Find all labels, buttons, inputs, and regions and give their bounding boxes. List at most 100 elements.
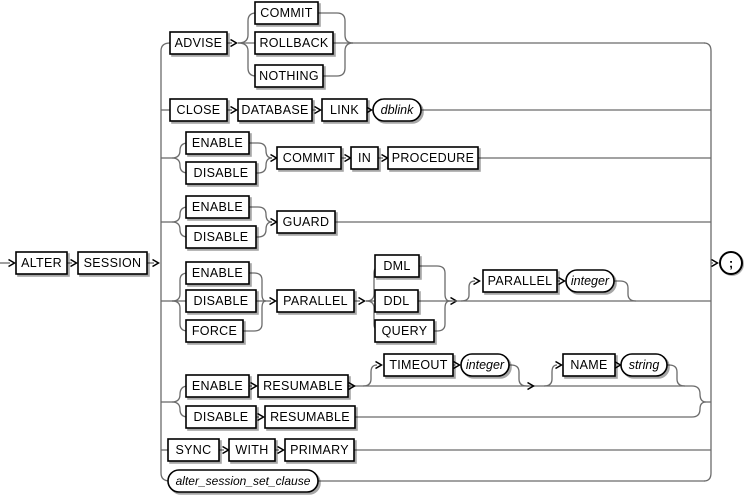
keyword-label-resumable-disable: RESUMABLE	[270, 410, 350, 424]
track-name-split-up	[543, 360, 563, 387]
keyword-box-link	[321, 98, 368, 122]
track-degree-merge-down	[614, 280, 637, 302]
keyword-label-primary: PRIMARY	[290, 443, 349, 457]
track-row7-split-down	[171, 401, 189, 418]
keyword-label-disable-cip: DISABLE	[194, 166, 249, 180]
keyword-box-enable-guard	[185, 195, 250, 219]
keyword-label-force: FORCE	[192, 324, 237, 338]
keyword-label-in: IN	[358, 151, 371, 165]
keyword-box-with	[228, 438, 276, 462]
keyword-box-primary	[284, 438, 355, 462]
keyword-box-session	[77, 251, 148, 275]
variable-oval-integer-timeout	[460, 353, 510, 377]
keyword-box-guard	[276, 210, 336, 234]
keyword-label-alter: ALTER	[21, 256, 62, 270]
keyword-label-close: CLOSE	[177, 103, 221, 117]
keyword-box-disable-cip	[185, 161, 257, 185]
keyword-label-procedure: PROCEDURE	[392, 151, 475, 165]
keyword-box-timeout	[383, 353, 454, 377]
keyword-box-nothing	[254, 64, 324, 88]
keyword-box-disable-guard	[185, 225, 257, 249]
keyword-label-ddl: DDL	[384, 294, 410, 308]
track-split-nothing	[237, 42, 257, 77]
track-row4-split-down	[171, 221, 189, 238]
keyword-box-rollback	[254, 31, 334, 55]
track-string-merge-down	[667, 364, 686, 387]
track-row3-merge-down	[256, 157, 273, 174]
keyword-label-disable-resumable: DISABLE	[194, 410, 249, 424]
terminator-circle	[719, 251, 743, 275]
keyword-label-dml: DML	[383, 259, 410, 273]
keyword-box-enable-parallel	[185, 261, 250, 285]
keyword-label-enable-cip: ENABLE	[192, 136, 243, 150]
keyword-box-enable-cip	[185, 131, 250, 155]
keyword-label-disable-guard: DISABLE	[194, 230, 249, 244]
track-types-merge-down	[434, 300, 451, 332]
keyword-box-disable-parallel	[185, 289, 257, 313]
track-row6-merge-down	[243, 300, 267, 332]
track-row3-split-down	[171, 157, 189, 174]
keyword-box-disable-resumable	[185, 405, 257, 429]
keyword-box-dml	[374, 254, 420, 278]
variable-oval-set-clause	[167, 469, 319, 493]
keyword-label-enable-resumable: ENABLE	[192, 379, 243, 393]
track-row6-merge-up	[249, 272, 267, 302]
variable-label-integer-degree: integer	[571, 274, 610, 288]
keyword-box-commit-option	[254, 1, 319, 25]
variable-label-string: string	[629, 358, 660, 372]
keyword-label-guard: GUARD	[283, 215, 330, 229]
track-split-commit	[237, 12, 257, 44]
keyword-box-parallel	[276, 289, 355, 313]
variable-label-set-clause: alter_session_set_clause	[176, 474, 311, 488]
track-row7-split-up	[171, 385, 189, 403]
keyword-box-in	[350, 146, 379, 170]
track-row6-split-up	[171, 272, 189, 302]
keyword-label-disable-parallel: DISABLE	[194, 294, 249, 308]
track-left-vertical	[160, 42, 171, 482]
track-right-vertical	[703, 42, 712, 482]
keyword-box-advise	[169, 31, 228, 55]
track-degree-split-up	[460, 276, 481, 302]
keyword-label-enable-parallel: ENABLE	[192, 266, 243, 280]
keyword-box-close	[169, 98, 228, 122]
keyword-box-name	[562, 353, 616, 377]
keyword-label-parallel-degree: PARALLEL	[488, 274, 553, 288]
track-row7-join-up	[691, 385, 707, 403]
terminator-label: ;	[729, 256, 733, 271]
keyword-label-nothing: NOTHING	[259, 69, 319, 83]
variable-label-integer-timeout: integer	[466, 358, 505, 372]
track-row7-join-down	[691, 401, 707, 418]
keyword-label-resumable-enable: RESUMABLE	[263, 379, 343, 393]
keyword-box-procedure	[387, 146, 479, 170]
keyword-box-force	[185, 319, 244, 343]
keyword-box-parallel-degree	[482, 269, 558, 293]
keyword-label-parallel: PARALLEL	[283, 294, 348, 308]
keyword-label-rollback: ROLLBACK	[259, 36, 328, 50]
track-types-merge-up	[419, 265, 451, 302]
diagram-nodes: ALTER SESSION ADVISE COMMIT ROLLBACK NOT…	[15, 1, 743, 493]
keyword-label-timeout: TIMEOUT	[389, 358, 447, 372]
keyword-label-enable-guard: ENABLE	[192, 200, 243, 214]
keyword-label-query: QUERY	[382, 324, 428, 338]
track-lines	[0, 12, 719, 482]
track-timeout-merge-down	[509, 364, 528, 387]
track-row3-split-up	[171, 142, 189, 159]
keyword-label-link: LINK	[330, 103, 359, 117]
variable-oval-string	[620, 353, 668, 377]
keyword-label-with: WITH	[235, 443, 268, 457]
track-row4-split-up	[171, 206, 189, 223]
keyword-label-commit-option: COMMIT	[260, 6, 313, 20]
track-row6-split-down	[171, 300, 189, 332]
variable-oval-dblink	[372, 98, 422, 122]
track-row4-merge-up	[249, 206, 273, 223]
keyword-box-resumable-disable	[264, 405, 356, 429]
keyword-label-session: SESSION	[84, 256, 142, 270]
keyword-box-resumable-enable	[257, 374, 349, 398]
track-timeout-split-up	[362, 360, 383, 387]
keyword-box-query	[374, 319, 435, 343]
keyword-label-sync: SYNC	[176, 443, 212, 457]
keyword-box-database	[237, 98, 313, 122]
keyword-box-sync	[167, 438, 220, 462]
